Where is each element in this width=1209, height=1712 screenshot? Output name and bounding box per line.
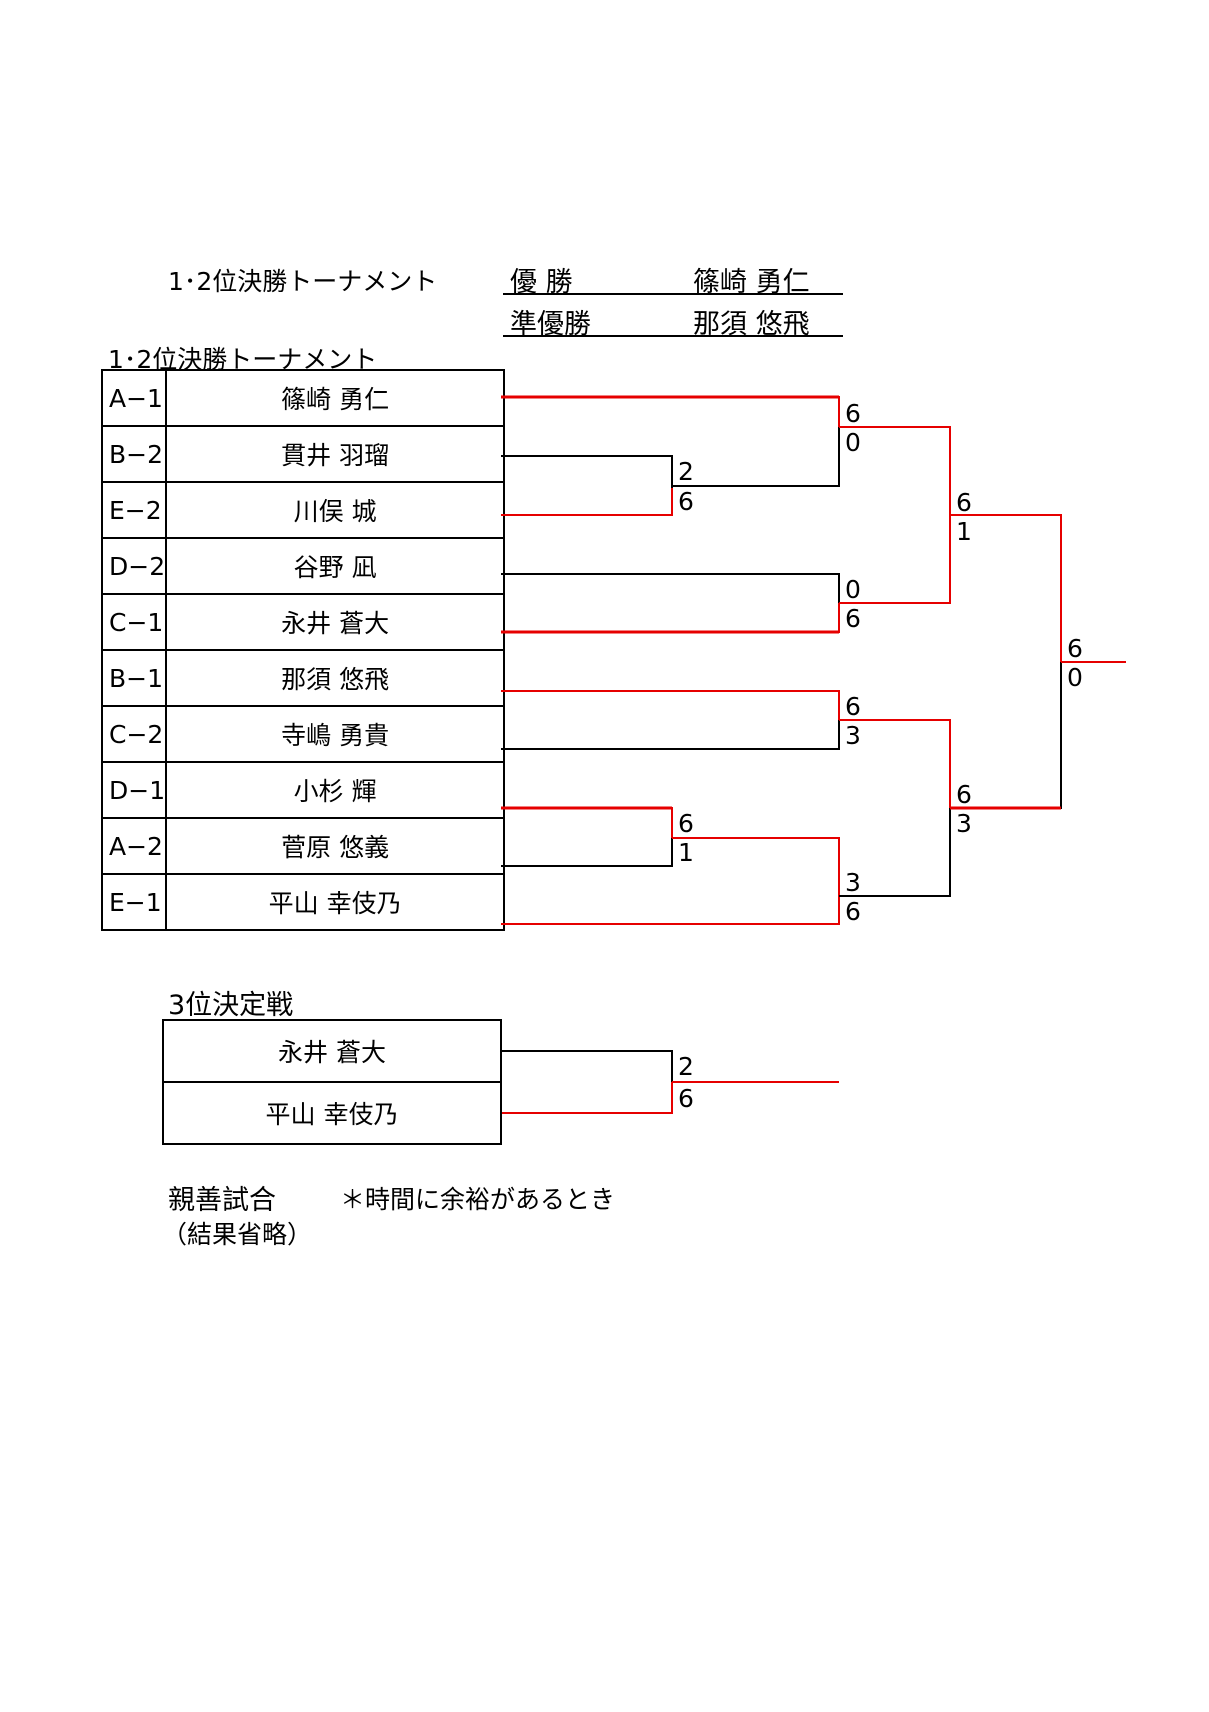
score: 1: [678, 838, 694, 867]
seed-label: C−2: [100, 705, 168, 763]
seed-label: D−1: [100, 761, 168, 819]
player-name: 篠崎 勇仁: [165, 369, 506, 427]
score: 1: [956, 517, 972, 546]
bracket-line: [501, 573, 840, 603]
score: 2: [678, 1052, 694, 1081]
seed-label: C−1: [100, 593, 168, 651]
page-title: 1･2位決勝トーナメント: [168, 267, 438, 296]
runner-up-label: 準優勝: [510, 309, 591, 340]
friendly-note: ＊時間に余裕があるとき: [340, 1185, 616, 1214]
score: 6: [956, 780, 972, 809]
bracket-line: [839, 515, 951, 604]
divider: [503, 293, 843, 295]
player-name: 寺嶋 勇貴: [165, 705, 506, 763]
score: 3: [845, 868, 861, 897]
player-name: 菅原 悠義: [165, 817, 506, 875]
score: 6: [845, 399, 861, 428]
score: 6: [678, 1084, 694, 1113]
bracket-line: [501, 807, 673, 838]
player-name: 小杉 輝: [165, 761, 506, 819]
bracket-line: [950, 514, 1062, 662]
seed-label: B−1: [100, 649, 168, 707]
player-name: 平山 幸伎乃: [162, 1081, 502, 1145]
bracket-line: [501, 896, 840, 925]
bracket-line: [672, 427, 840, 487]
bracket-line: [501, 720, 840, 750]
bracket-line: [501, 603, 840, 633]
score: 0: [845, 428, 861, 457]
seed-label: D−2: [100, 537, 168, 595]
player-name: 那須 悠飛: [165, 649, 506, 707]
player-name: 川俣 城: [165, 481, 506, 539]
seed-label: E−2: [100, 481, 168, 539]
player-name: 谷野 凪: [165, 537, 506, 595]
bracket-line: [501, 455, 673, 488]
table-row: 永井 蒼大: [162, 1019, 502, 1083]
player-name: 永井 蒼大: [165, 593, 506, 651]
player-name: 貫井 羽瑠: [165, 425, 506, 483]
bracket-line: [672, 837, 840, 896]
runner-up-name: 那須 悠飛: [693, 309, 810, 340]
bracket-line: [839, 808, 951, 897]
bracket-line: [501, 488, 673, 516]
winner-label: 優 勝: [510, 267, 573, 298]
third-place-title: 3位決定戦: [168, 990, 294, 1021]
score: 6: [678, 809, 694, 838]
table-row: 平山 幸伎乃: [162, 1081, 502, 1145]
seed-label: E−1: [100, 873, 168, 931]
score: 0: [1067, 663, 1083, 692]
friendly-title: 親善試合: [168, 1185, 276, 1216]
score: 0: [845, 575, 861, 604]
seed-label: A−1: [100, 369, 168, 427]
third-place-table: 永井 蒼大 平山 幸伎乃: [162, 1019, 502, 1145]
bracket-line: [501, 690, 840, 720]
bracket-line: [501, 1082, 673, 1114]
seed-label: B−2: [100, 425, 168, 483]
winner-name: 篠崎 勇仁: [693, 267, 810, 298]
player-name: 永井 蒼大: [162, 1019, 502, 1083]
score: 6: [845, 897, 861, 926]
player-name: 平山 幸伎乃: [165, 873, 506, 931]
score: 3: [845, 721, 861, 750]
score: 3: [956, 809, 972, 838]
bracket-line: [501, 1050, 673, 1082]
score: 6: [956, 488, 972, 517]
friendly-sub: （結果省略）: [162, 1220, 313, 1249]
bracket-line: [839, 719, 951, 808]
bracket-line: [501, 838, 673, 867]
score: 2: [678, 457, 694, 486]
bracket-line: [839, 426, 951, 515]
score: 6: [678, 487, 694, 516]
seed-label: A−2: [100, 817, 168, 875]
divider: [503, 335, 843, 337]
score: 6: [845, 692, 861, 721]
score: 6: [1067, 634, 1083, 663]
score: 6: [845, 604, 861, 633]
bracket-line: [501, 396, 840, 427]
